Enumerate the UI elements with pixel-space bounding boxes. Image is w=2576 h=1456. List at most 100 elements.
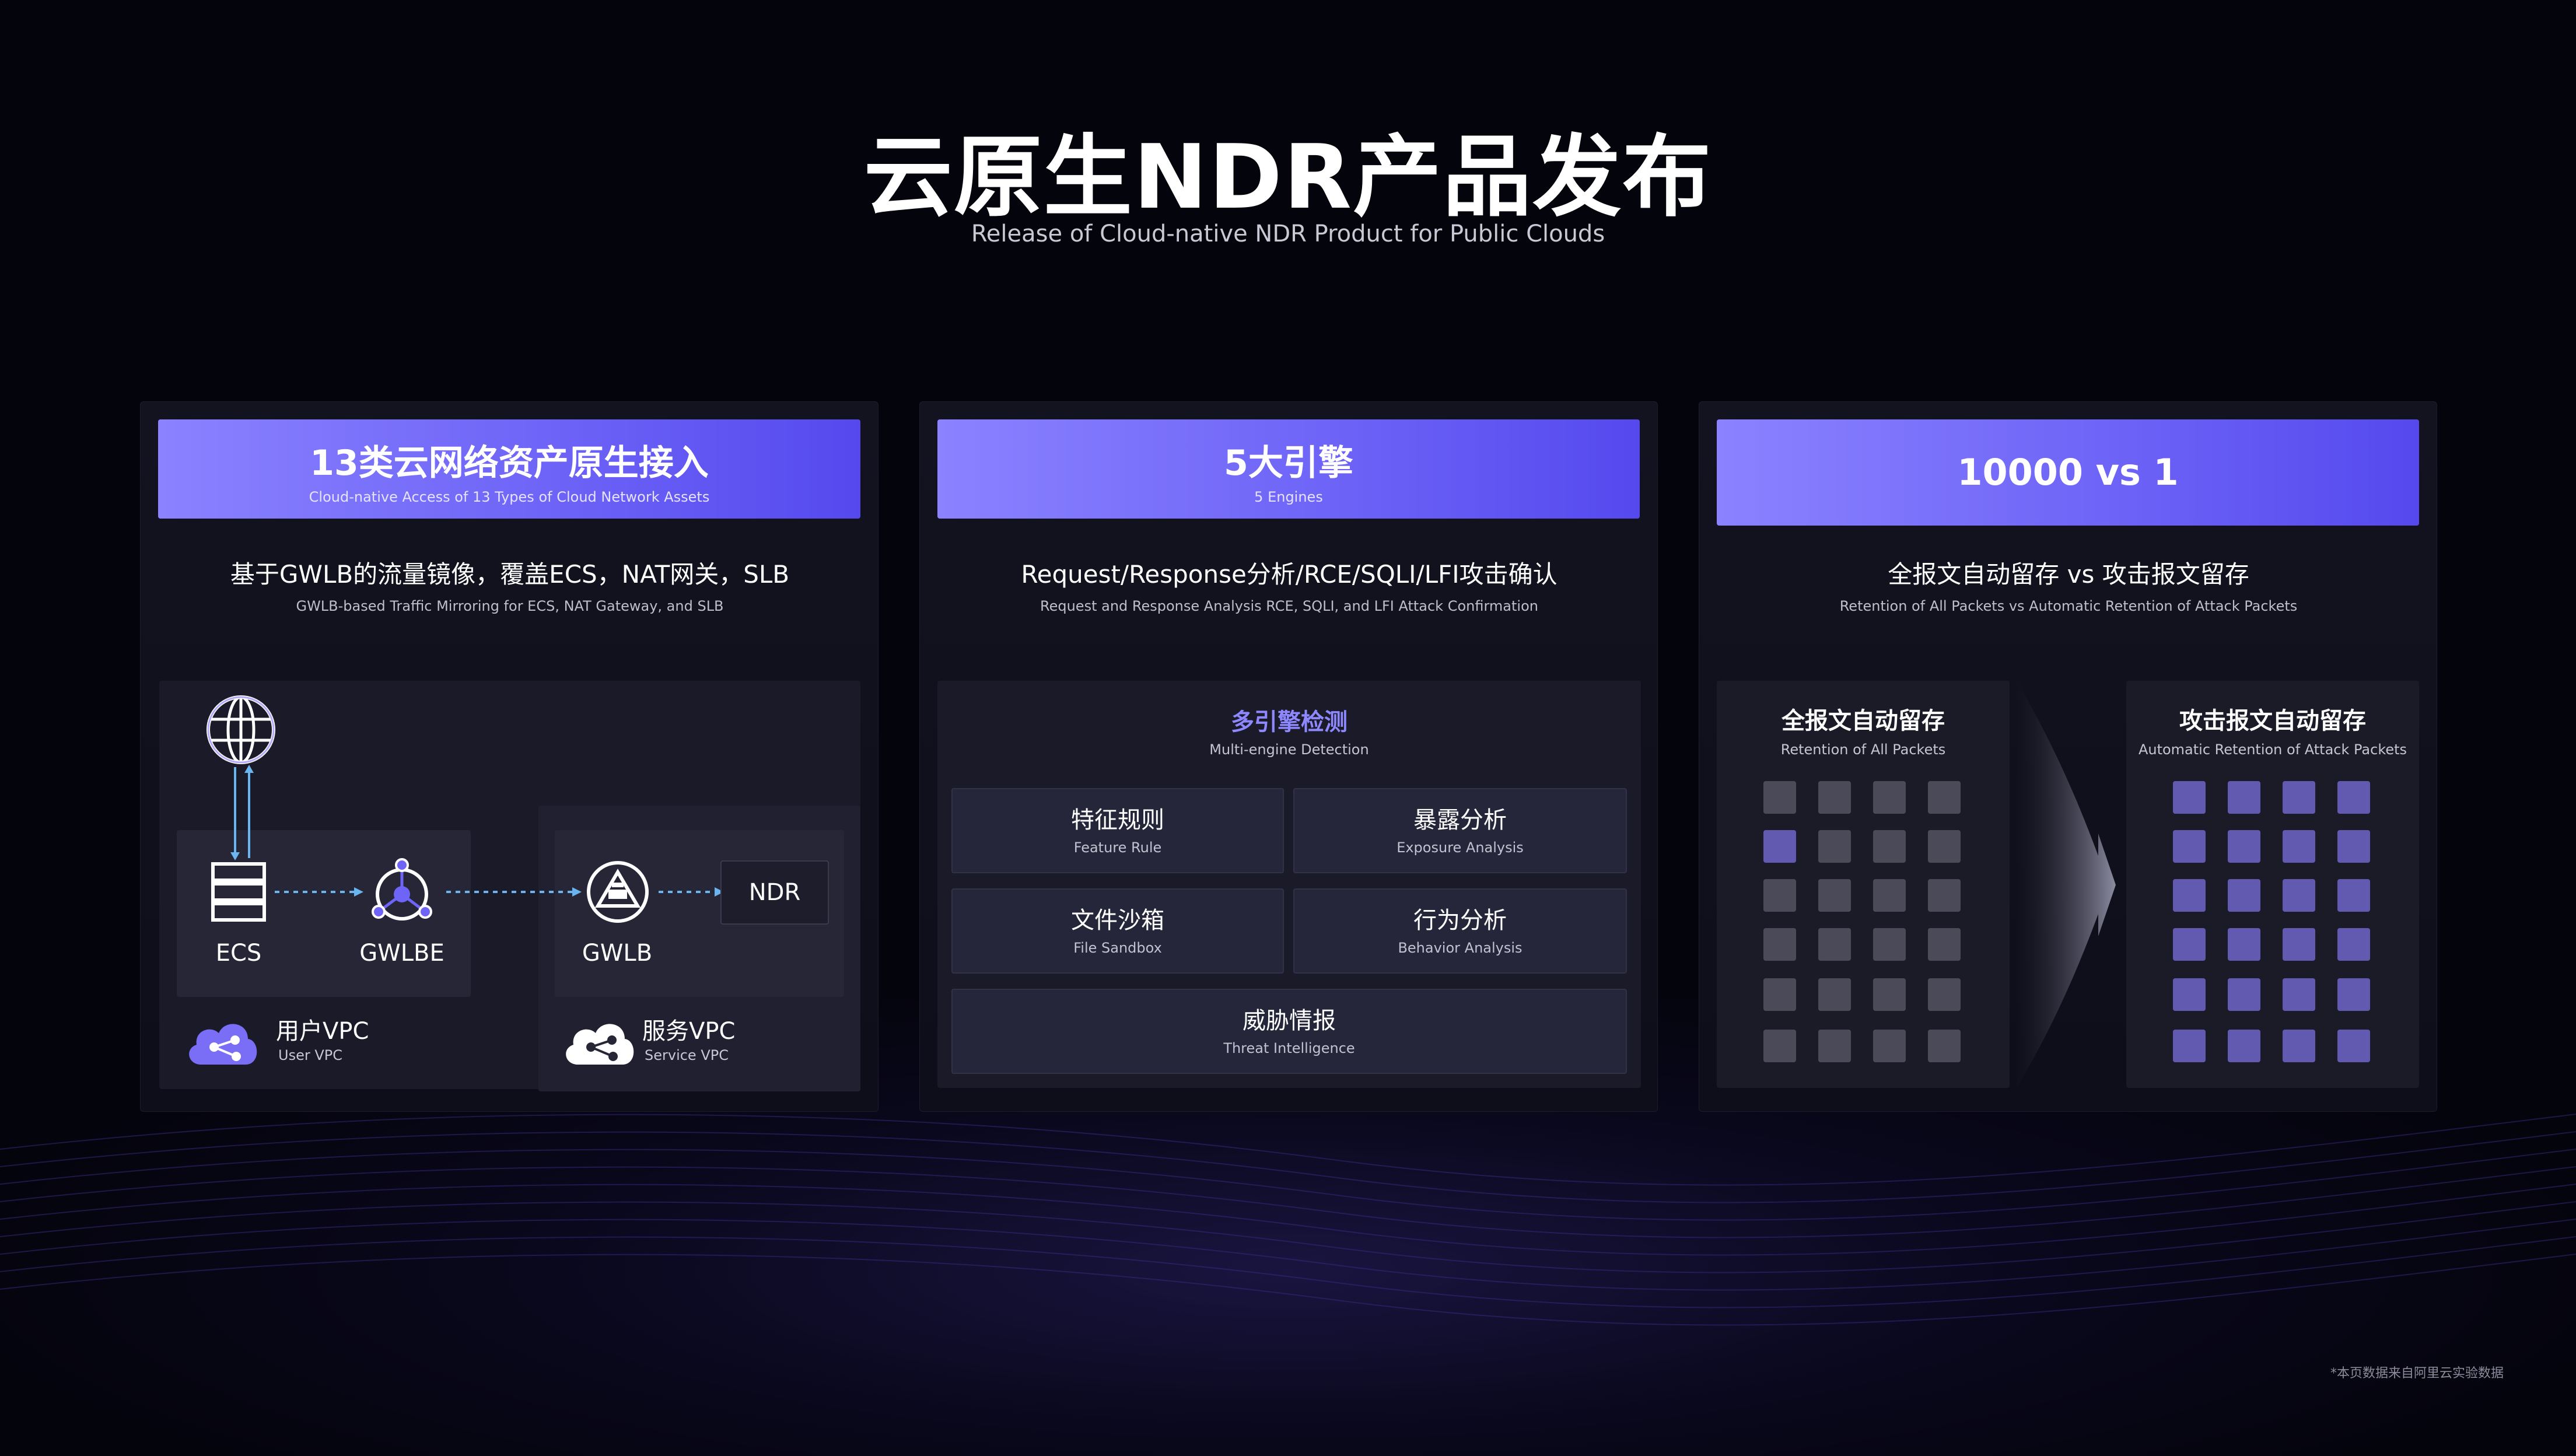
packet-square [2173,928,2206,961]
page-subtitle: Release of Cloud-native NDR Product for … [971,220,1605,247]
packet-square [2283,1030,2315,1062]
packet-square [2173,781,2206,814]
service-vpc-cloud-icon [566,1024,634,1065]
packet-square [1928,781,1961,814]
packet-square [1818,879,1851,912]
packet-retention-panel: 10000 vs 1 全报文自动留存 vs 攻击报文留存 Retention o… [1699,401,2437,1112]
packet-square [2228,928,2260,961]
internet-globe-icon [206,695,275,764]
engine-section-title: 多引擎检测 [1231,709,1348,736]
engine-name-en: File Sandbox [1073,940,1162,956]
packet-square [2283,879,2315,912]
packet-square [1928,928,1961,961]
engine-file-sandbox: 文件沙箱 File Sandbox [951,888,1284,974]
internet-traffic-arrows [230,765,254,860]
packet-square [2283,830,2315,863]
packet-square [2283,781,2315,814]
packet-square [1763,781,1796,814]
service-vpc-label: 服务VPC [642,1018,736,1045]
engine-feature-rule: 特征规则 Feature Rule [951,788,1284,873]
packet-square [2337,978,2370,1011]
packet-square [1763,830,1796,863]
packet-square [2173,1030,2206,1062]
panel-description-sub: GWLB-based Traffic Mirroring for ECS, NA… [296,598,724,614]
traffic-mirroring-diagram: ECS GWLBE GWLB [159,681,860,1091]
packet-square [1873,928,1906,961]
packet-square [2337,879,2370,912]
engine-name-en: Exposure Analysis [1396,839,1524,856]
ecs-to-gwlbe-arrow [275,887,363,897]
packet-square [1818,781,1851,814]
packet-square [1928,830,1961,863]
packet-square [2228,830,2260,863]
packet-square [2173,978,2206,1011]
packet-square [1818,978,1851,1011]
engine-section-subtitle: Multi-engine Detection [1209,741,1369,758]
engine-name-en: Behavior Analysis [1398,940,1522,956]
packet-square [2337,781,2370,814]
packet-square [1763,879,1796,912]
multi-engine-detection: 多引擎检测 Multi-engine Detection 特征规则 Featur… [937,681,1641,1088]
gwlb-icon [587,861,649,923]
engine-name: 威胁情报 [1242,1007,1336,1034]
ndr-node: NDR [720,860,829,925]
gwlb-label: GWLB [582,940,653,967]
ecs-label: ECS [215,940,262,967]
packet-square [2337,830,2370,863]
ecs-server-icon [211,862,266,922]
all-packets-box: 全报文自动留存 Retention of All Packets [1717,681,2010,1088]
banner-title: 10000 vs 1 [1957,451,2179,494]
page-title: 云原生NDR产品发布 [863,125,1713,229]
packet-square [2228,978,2260,1011]
packet-square [1873,978,1906,1011]
gwlb-to-ndr-arrow [659,887,724,897]
attack-packets-title: 攻击报文自动留存 [2179,708,2366,734]
all-packets-title: 全报文自动留存 [1782,708,1945,734]
service-vpc-sublabel: Service VPC [645,1047,729,1063]
packet-square [1928,1030,1961,1062]
banner-subtitle: Cloud-native Access of 13 Types of Cloud… [309,489,710,505]
packet-square [2283,978,2315,1011]
reduction-arrow-icon [2017,681,2116,1088]
packet-square [1873,830,1906,863]
packet-square [1928,879,1961,912]
banner-title: 5大引擎 [1224,443,1353,484]
panel-description: 全报文自动留存 vs 攻击报文留存 [1888,560,2249,589]
retention-banner: 10000 vs 1 [1717,419,2419,526]
packet-square [2228,879,2260,912]
gwlbe-label: GWLBE [359,940,444,967]
packet-square [1818,1030,1851,1062]
packet-square [2173,879,2206,912]
packet-square [1873,879,1906,912]
packet-square [2283,928,2315,961]
engine-name-en: Threat Intelligence [1223,1040,1355,1056]
engine-name-en: Feature Rule [1073,839,1162,856]
cloud-assets-panel: 13类云网络资产原生接入 Cloud-native Access of 13 T… [140,401,878,1112]
packet-square [1818,830,1851,863]
engine-name: 特征规则 [1071,807,1164,834]
packet-square [1818,928,1851,961]
engines-panel: 5大引擎 5 Engines Request/Response分析/RCE/SQ… [919,401,1658,1112]
packet-square [1873,781,1906,814]
engine-exposure-analysis: 暴露分析 Exposure Analysis [1293,788,1627,873]
panel-description: Request/Response分析/RCE/SQLI/LFI攻击确认 [1021,560,1558,589]
packet-square [2228,1030,2260,1062]
banner-subtitle: 5 Engines [1254,489,1323,505]
packet-square [1763,928,1796,961]
all-packets-subtitle: Retention of All Packets [1780,741,1946,758]
footnote: *本页数据来自阿里云实验数据 [2330,1366,2504,1381]
engine-behavior-analysis: 行为分析 Behavior Analysis [1293,888,1627,974]
background-waves [0,1114,2576,1326]
engine-name: 暴露分析 [1413,807,1507,834]
panel-description-sub: Request and Response Analysis RCE, SQLI,… [1040,598,1538,614]
user-vpc-label: 用户VPC [276,1018,369,1045]
panel-description-sub: Retention of All Packets vs Automatic Re… [1839,598,2298,614]
user-vpc-cloud-icon [189,1024,257,1065]
packet-square [2228,781,2260,814]
packet-square [1763,978,1796,1011]
gwlbe-to-gwlb-arrow [446,887,582,897]
packet-square [2337,928,2370,961]
packet-square [2173,830,2206,863]
packet-square [1928,978,1961,1011]
packet-square [1873,1030,1906,1062]
